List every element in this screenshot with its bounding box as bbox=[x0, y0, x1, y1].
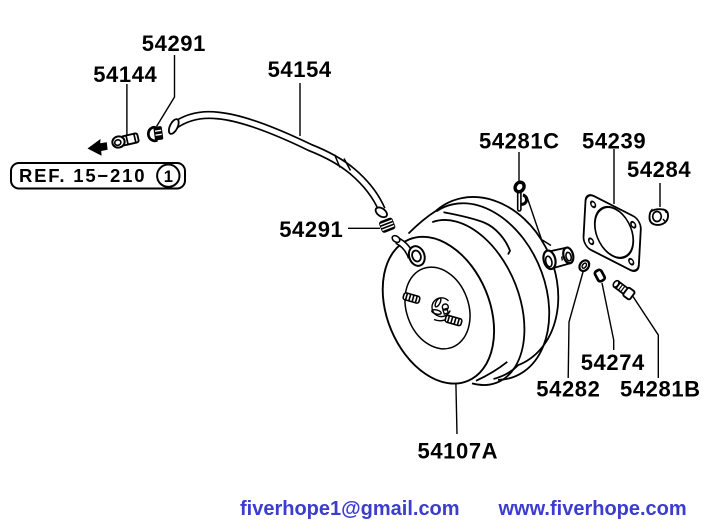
svg-text:54154: 54154 bbox=[268, 57, 332, 82]
svg-text:www.fiverhope.com: www.fiverhope.com bbox=[498, 498, 687, 520]
svg-text:54144: 54144 bbox=[93, 62, 157, 87]
svg-text:54281B: 54281B bbox=[620, 377, 701, 402]
svg-text:fiverhope1@gmail.com: fiverhope1@gmail.com bbox=[240, 498, 460, 520]
svg-text:54274: 54274 bbox=[581, 350, 645, 375]
svg-text:REF. 15−210: REF. 15−210 bbox=[19, 165, 146, 186]
svg-text:1: 1 bbox=[164, 168, 173, 186]
svg-text:54282: 54282 bbox=[536, 377, 600, 402]
svg-text:54284: 54284 bbox=[627, 157, 691, 182]
svg-text:54291: 54291 bbox=[279, 217, 343, 242]
svg-text:54107A: 54107A bbox=[418, 439, 499, 464]
svg-text:54291: 54291 bbox=[142, 31, 206, 56]
svg-text:54239: 54239 bbox=[582, 129, 646, 154]
svg-text:54281C: 54281C bbox=[479, 129, 560, 154]
